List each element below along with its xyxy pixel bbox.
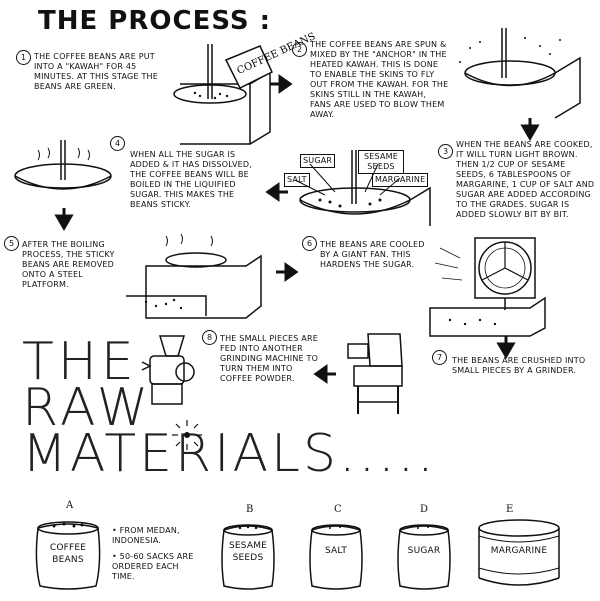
grinding-machine-illustration xyxy=(141,335,195,405)
item-c-label: SALT xyxy=(324,546,348,556)
margarine-tin-icon xyxy=(478,519,560,586)
arrow-down-icon xyxy=(520,118,540,141)
step-4-text: WHEN ALL THE SUGAR IS ADDED & IT HAS DIS… xyxy=(130,150,253,209)
spinning-kawah-illustration xyxy=(459,28,581,119)
step-6-number: 6 xyxy=(302,236,317,251)
step-8-text: THE SMALL PIECES ARE FED INTO ANOTHER GR… xyxy=(220,334,319,383)
step-3-text: WHEN THE BEANS ARE COOKED, IT WILL TURN … xyxy=(456,140,595,219)
boiling-kawah-illustration xyxy=(14,140,112,190)
item-a-letter: A xyxy=(66,500,74,511)
item-a-label: COFFEE BEANS xyxy=(49,543,87,565)
raw-materials-heading-line3: MATERIALS..... xyxy=(22,424,437,484)
item-d-label: SUGAR xyxy=(407,546,441,556)
item-a-note-2: • 50-60 SACKS ARE ORDERED EACH TIME. xyxy=(112,552,194,581)
step-6-text: THE BEANS ARE COOLED BY A GIANT FAN. THI… xyxy=(320,240,425,269)
item-a-note-1: • FROM MEDAN, INDONESIA. xyxy=(112,526,180,545)
arrow-down-icon xyxy=(54,208,74,231)
sugar-sack-icon xyxy=(397,524,451,590)
arrow-right-icon xyxy=(270,74,293,94)
item-b-letter: B xyxy=(246,504,254,515)
step-4-number: 4 xyxy=(110,136,125,151)
item-e-label: MARGARINE xyxy=(490,546,548,556)
tag-sesame: SESAME SEEDS xyxy=(358,150,404,174)
step-8-number: 8 xyxy=(202,330,217,345)
step-5-number: 5 xyxy=(4,236,19,251)
arrow-left-icon xyxy=(265,182,288,202)
giant-fan-illustration xyxy=(429,237,546,337)
raw-materials-heading-line2: RAW xyxy=(22,378,153,438)
item-e-letter: E xyxy=(506,504,514,515)
sparkle-icon xyxy=(172,420,202,450)
item-b-label: SESAME SEEDS xyxy=(228,541,268,563)
ingredients-kawah-illustration xyxy=(294,150,431,226)
salt-sack-icon xyxy=(309,524,363,590)
tag-salt: SALT xyxy=(284,173,310,187)
sesame-seeds-sack-icon xyxy=(221,524,275,590)
step-1-text: THE COFFEE BEANS ARE PUT INTO A "KAWAH" … xyxy=(34,52,159,91)
raw-materials-heading-line1: THE xyxy=(22,332,138,392)
step-2-number: 2 xyxy=(292,42,307,57)
kawah-with-sack-illustration: COFFEE BEANS xyxy=(173,31,317,145)
tag-sugar: SUGAR xyxy=(300,154,336,168)
arrow-right-icon xyxy=(276,262,299,282)
grinder-illustration xyxy=(347,333,403,414)
step-3-number: 3 xyxy=(438,144,453,159)
steel-platform-illustration xyxy=(126,233,262,319)
step-7-number: 7 xyxy=(432,350,447,365)
step-2-text: THE COFFEE BEANS ARE SPUN & MIXED BY THE… xyxy=(310,40,449,119)
page-title: THE PROCESS : xyxy=(38,6,272,36)
coffee-beans-sack-icon xyxy=(35,521,101,590)
arrow-down-icon xyxy=(496,336,516,359)
item-d-letter: D xyxy=(420,504,429,515)
arrow-left-icon xyxy=(313,364,336,384)
item-c-letter: C xyxy=(334,504,342,515)
step-1-number: 1 xyxy=(16,50,31,65)
tag-margarine: MARGARINE xyxy=(372,173,429,187)
step-5-text: AFTER THE BOILING PROCESS, THE STICKY BE… xyxy=(22,240,115,289)
step-7-text: THE BEANS ARE CRUSHED INTO SMALL PIECES … xyxy=(452,356,586,375)
